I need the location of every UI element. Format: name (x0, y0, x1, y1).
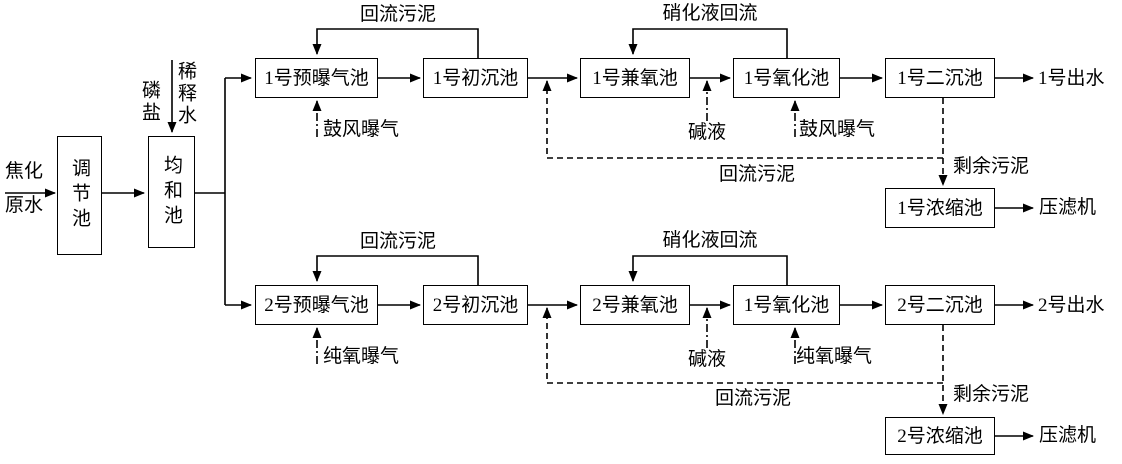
train1-nitrification-recycle-label: 硝化液回流 (662, 3, 758, 24)
train2-filter-press-label: 压滤机 (1039, 425, 1097, 446)
train1-oxidation-tank-box: 1号氧化池 (733, 58, 840, 98)
train1-effluent-label: 1号出水 (1038, 68, 1105, 89)
train2-thickener-label: 2号浓缩池 (897, 425, 983, 447)
train2-nitrification-recycle-label: 硝化液回流 (662, 230, 758, 251)
t2-return-sludge-loop (312, 255, 479, 285)
t1-return-sludge-loop (312, 28, 479, 58)
train1-secondary-clarifier-box: 1号二沉池 (885, 58, 995, 98)
dilution-water-label: 稀释水 (174, 61, 196, 127)
train1-primary-clarifier-label: 1号初沉池 (432, 67, 519, 89)
train1-filter-press-label: 压滤机 (1039, 197, 1097, 218)
train2-pure-oxygen-aeration-label: 纯氧曝气 (323, 346, 400, 367)
train2-secondary-clarifier-box: 2号二沉池 (885, 285, 995, 325)
train2-oxidation-tank-box: 1号氧化池 (733, 285, 840, 325)
train1-pre-aeration-tank-label: 1号预曝气池 (264, 67, 369, 89)
train2-primary-clarifier-box: 2号初沉池 (423, 285, 528, 325)
train2-excess-sludge-label: 剩余污泥 (953, 384, 1030, 405)
influent-label-line2: 原水 (4, 195, 43, 216)
t2-nitrification-recycle-loop (628, 255, 788, 285)
train1-oxidation-tank-label: 1号氧化池 (743, 67, 830, 89)
train1-alkali-label: 碱液 (687, 122, 726, 143)
train1-secondary-clarifier-label: 1号二沉池 (897, 67, 983, 89)
train1-pre-aeration-tank-box: 1号预曝气池 (255, 58, 378, 98)
t1-nitrification-recycle-loop (628, 28, 788, 58)
train1-thickener-label: 1号浓缩池 (897, 197, 983, 219)
train2-effluent-label: 2号出水 (1038, 295, 1105, 316)
train1-return-sludge-top-label: 回流污泥 (359, 4, 436, 25)
train1-blast-aeration-label: 鼓风曝气 (323, 119, 400, 140)
dosing-input-arrows (312, 80, 800, 364)
equalization-tank-label: 均和池 (161, 154, 182, 230)
equalization-tank-box: 均和池 (148, 136, 195, 248)
train2-facultative-tank-box: 2号兼氧池 (580, 285, 690, 325)
t2-return-sludge-bottom-path (542, 307, 943, 384)
recycle-loops (312, 28, 788, 285)
main-flow-arrows (5, 60, 1034, 441)
train1-return-sludge-bottom-label: 回流污泥 (719, 164, 796, 185)
t1-return-sludge-bottom-path (542, 80, 943, 159)
split-trunk-line (195, 78, 226, 305)
train1-facultative-tank-label: 1号兼氧池 (592, 67, 678, 89)
train2-secondary-clarifier-label: 2号二沉池 (897, 294, 983, 316)
train2-return-sludge-bottom-label: 回流污泥 (715, 388, 792, 409)
train2-pre-aeration-tank-label: 2号预曝气池 (264, 294, 369, 316)
train2-facultative-tank-label: 2号兼氧池 (592, 294, 678, 316)
train1-facultative-tank-box: 1号兼氧池 (580, 58, 690, 98)
train2-primary-clarifier-label: 2号初沉池 (432, 294, 519, 316)
train2-oxidation-aeration-label: 纯氧曝气 (796, 346, 873, 367)
phosphate-label: 磷盐 (138, 80, 160, 124)
train2-return-sludge-top-label: 回流污泥 (359, 231, 436, 252)
train1-primary-clarifier-box: 1号初沉池 (423, 58, 528, 98)
train2-oxidation-tank-label: 1号氧化池 (743, 294, 830, 316)
regulating-tank-box: 调节池 (57, 136, 102, 255)
train1-oxidation-aeration-label: 鼓风曝气 (799, 119, 876, 140)
regulating-tank-label: 调节池 (69, 158, 90, 233)
train2-pre-aeration-tank-box: 2号预曝气池 (255, 285, 378, 325)
sludge-dashed-lines (542, 80, 948, 415)
train2-alkali-label: 碱液 (687, 349, 726, 370)
influent-label-line1: 焦化 (4, 161, 43, 182)
train1-excess-sludge-label: 剩余污泥 (953, 156, 1030, 177)
train1-thickener-box: 1号浓缩池 (885, 188, 995, 228)
train2-thickener-box: 2号浓缩池 (885, 417, 995, 455)
